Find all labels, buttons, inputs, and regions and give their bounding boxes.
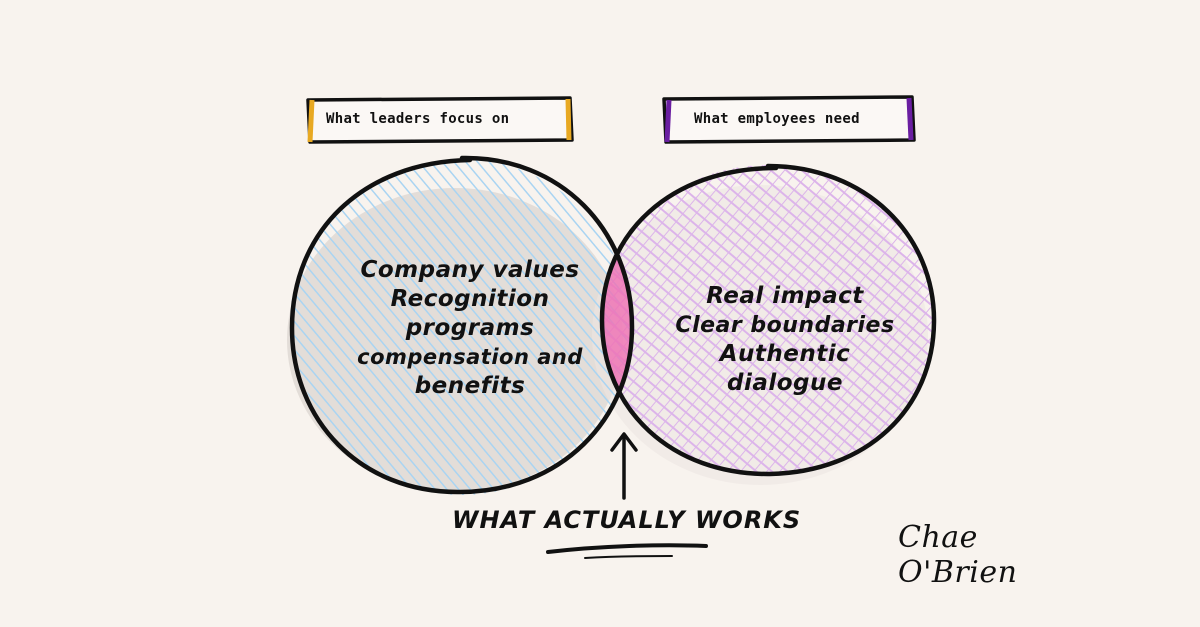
- right-circle-text: Real impact Clear boundaries Authentic d…: [640, 282, 930, 398]
- right-circle-line: Real impact: [706, 283, 864, 309]
- underline-stroke-2: [584, 555, 673, 559]
- left-label-tab: [306, 96, 574, 144]
- signature: Chae O'Brien: [898, 520, 1018, 590]
- right-circle-line: Clear boundaries: [675, 313, 895, 338]
- left-circle-outline: [289, 155, 635, 495]
- left-circle-line: Company values: [360, 257, 580, 283]
- left-circle-line: benefits: [414, 373, 526, 399]
- right-circle-line: Authentic: [719, 341, 851, 367]
- left-circle-line: programs: [405, 315, 535, 341]
- underline-stroke: [546, 543, 708, 554]
- left-circle-line: Recognition: [390, 286, 550, 312]
- left-circle-text: Company values Recognition programs comp…: [320, 256, 620, 401]
- right-circle-title: What employees need: [694, 111, 860, 127]
- arrow-up-icon: [610, 432, 638, 500]
- right-circle-line: dialogue: [727, 370, 843, 396]
- left-circle-title: What leaders focus on: [326, 111, 510, 127]
- intersection-label: WHAT ACTUALLY WORKS: [452, 506, 802, 534]
- right-label-tab: [662, 95, 916, 144]
- right-circle-outline: [599, 163, 937, 477]
- left-circle-fill: [294, 159, 630, 495]
- right-circle-fill: [600, 165, 936, 475]
- left-circle-line: compensation and: [357, 345, 583, 369]
